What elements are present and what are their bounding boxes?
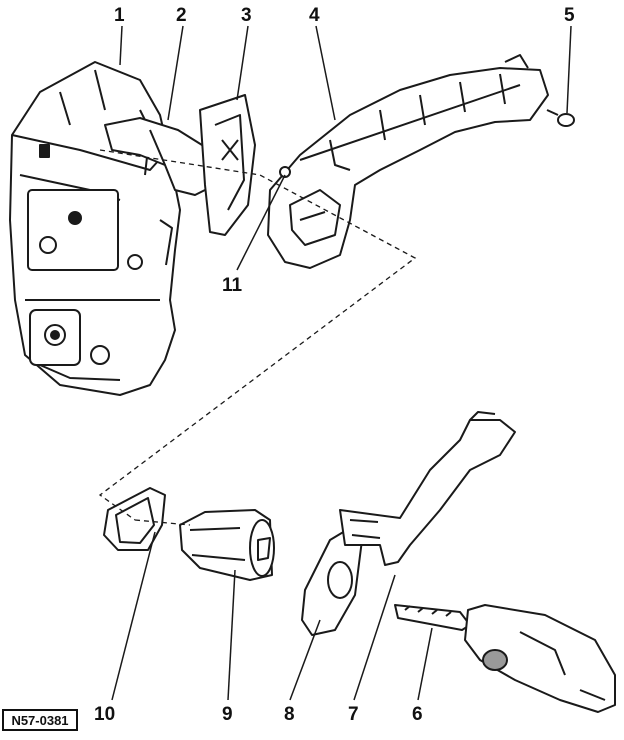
- callout-5: 5: [564, 5, 575, 26]
- callout-8: 8: [284, 704, 295, 725]
- callout-1: 1: [114, 5, 125, 26]
- lever-bracket: [104, 117, 216, 196]
- lock-cylinder: [179, 509, 275, 581]
- lock-body: [9, 61, 181, 396]
- cover-plate: [199, 94, 256, 236]
- handle-carrier: [267, 54, 549, 269]
- callout-7: 7: [348, 704, 359, 725]
- callout-2: 2: [176, 5, 187, 26]
- callout-10: 10: [94, 704, 116, 725]
- callout-9: 9: [222, 704, 233, 725]
- drawing-code-label: N57-0381: [2, 709, 78, 731]
- callout-11: 11: [222, 275, 243, 296]
- escutcheon: [301, 527, 363, 636]
- leader-lines: [111, 25, 572, 701]
- screw: [546, 109, 575, 127]
- alignment-lines: [98, 149, 417, 526]
- key: [394, 604, 616, 713]
- callout-4: 4: [309, 5, 320, 26]
- door-handle: [339, 411, 516, 566]
- callout-6: 6: [412, 704, 423, 725]
- callout-3: 3: [241, 5, 252, 26]
- gasket: [103, 487, 166, 551]
